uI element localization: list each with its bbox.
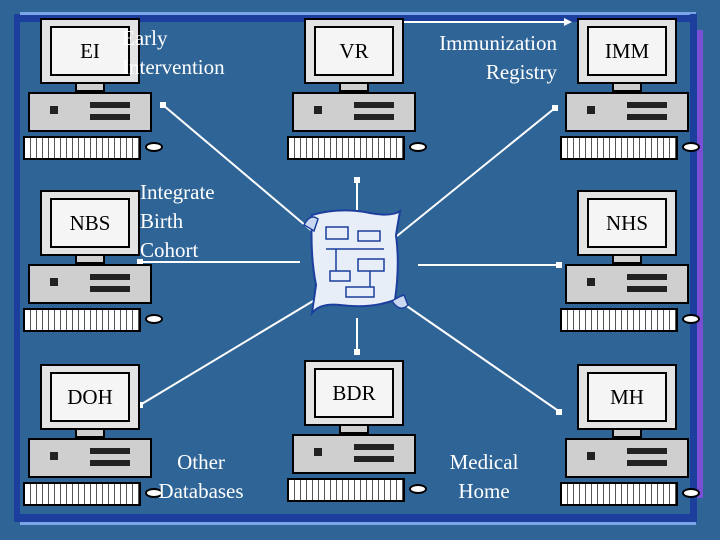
label-integrate-birth-cohort: Integrate Birth Cohort — [140, 178, 215, 265]
keyboard-icon — [560, 308, 678, 332]
node-dot-imm — [552, 105, 558, 111]
label-line: Cohort — [140, 238, 199, 262]
keyboard-icon — [23, 482, 141, 506]
computer-icon: DOH — [40, 364, 140, 430]
frame-bottom-bar — [20, 514, 696, 522]
line-doh-hub — [139, 297, 319, 406]
node-dot-bdr — [354, 349, 360, 355]
computer-label-bdr: BDR — [314, 368, 394, 418]
label-line: Intervention — [122, 55, 225, 79]
monitor-stand — [339, 426, 369, 434]
computer-icon: NHS — [577, 190, 677, 256]
computer-icon: BDR — [304, 360, 404, 426]
computer-label-nhs: NHS — [587, 198, 667, 248]
label-line: Databases — [158, 479, 244, 503]
label-early-intervention: Early Intervention — [122, 24, 225, 82]
frame-right-purple — [697, 30, 703, 498]
cpu-unit — [565, 92, 689, 132]
monitor-stand — [612, 84, 642, 92]
frame-left-bar — [14, 14, 20, 522]
node-dot-vr — [354, 177, 360, 183]
computer-bdr: BDR — [287, 360, 427, 510]
cpu-unit — [565, 264, 689, 304]
mouse-icon — [145, 314, 163, 324]
keyboard-icon — [23, 136, 141, 160]
label-immunization-registry: Immunization Registry — [400, 29, 557, 87]
monitor-stand — [75, 256, 105, 264]
node-dot-doh — [137, 402, 143, 408]
computer-nhs: NHS — [560, 190, 700, 340]
computer-icon: EI — [40, 18, 140, 84]
label-line: Medical — [449, 450, 519, 474]
computer-doh: DOH — [23, 364, 163, 514]
keyboard-icon — [560, 136, 678, 160]
monitor-stand — [75, 430, 105, 438]
computer-label-imm: IMM — [587, 26, 667, 76]
line-imm-hub — [391, 107, 556, 241]
scroll-document-icon — [302, 208, 409, 317]
label-other-databases: Other Databases — [140, 448, 262, 506]
mouse-icon — [682, 488, 700, 498]
mouse-icon — [145, 488, 163, 498]
node-dot-mh — [556, 409, 562, 415]
label-line: Early — [122, 26, 168, 50]
cpu-unit — [28, 438, 152, 478]
monitor-stand — [612, 256, 642, 264]
mouse-icon — [145, 142, 163, 152]
connector-lines — [139, 104, 561, 413]
label-line: Home — [458, 479, 510, 503]
label-line: Registry — [485, 60, 557, 84]
computer-label-mh: MH — [587, 372, 667, 422]
computer-vr: VR — [287, 18, 427, 168]
mouse-icon — [409, 484, 427, 494]
keyboard-icon — [23, 308, 141, 332]
keyboard-icon — [287, 478, 405, 502]
mouse-icon — [409, 142, 427, 152]
computer-mh: MH — [560, 364, 700, 514]
computer-nbs: NBS — [23, 190, 163, 340]
frame-bottom-highlight — [20, 522, 696, 525]
frame-right-bar — [690, 14, 697, 522]
cpu-unit — [28, 92, 152, 132]
keyboard-icon — [287, 136, 405, 160]
frame-top-highlight — [20, 12, 696, 15]
monitor-stand — [612, 430, 642, 438]
line-mh-hub — [397, 299, 561, 413]
label-medical-home: Medical Home — [432, 448, 536, 506]
computer-icon: VR — [304, 18, 404, 84]
node-dot-nhs — [556, 262, 562, 268]
cpu-unit — [565, 438, 689, 478]
label-line: Other — [177, 450, 225, 474]
label-line: Birth — [140, 209, 184, 233]
mouse-icon — [682, 314, 700, 324]
computer-icon: NBS — [40, 190, 140, 256]
monitor-stand — [75, 84, 105, 92]
computer-label-doh: DOH — [50, 372, 130, 422]
cpu-unit — [292, 92, 416, 132]
computer-ei: EI — [23, 18, 163, 168]
computer-imm: IMM — [560, 18, 700, 168]
line-ei-hub — [162, 104, 326, 243]
monitor-stand — [339, 84, 369, 92]
node-dot-ei — [160, 102, 166, 108]
computer-icon: IMM — [577, 18, 677, 84]
computer-label-vr: VR — [314, 26, 394, 76]
top-arrow-head — [564, 18, 572, 26]
computer-label-ei: EI — [50, 26, 130, 76]
keyboard-icon — [560, 482, 678, 506]
cpu-unit — [292, 434, 416, 474]
node-dot-nbs — [137, 259, 143, 265]
computer-icon: MH — [577, 364, 677, 430]
label-line: Integrate — [140, 180, 215, 204]
cpu-unit — [28, 264, 152, 304]
label-line: Immunization — [439, 31, 557, 55]
mouse-icon — [682, 142, 700, 152]
computer-label-nbs: NBS — [50, 198, 130, 248]
